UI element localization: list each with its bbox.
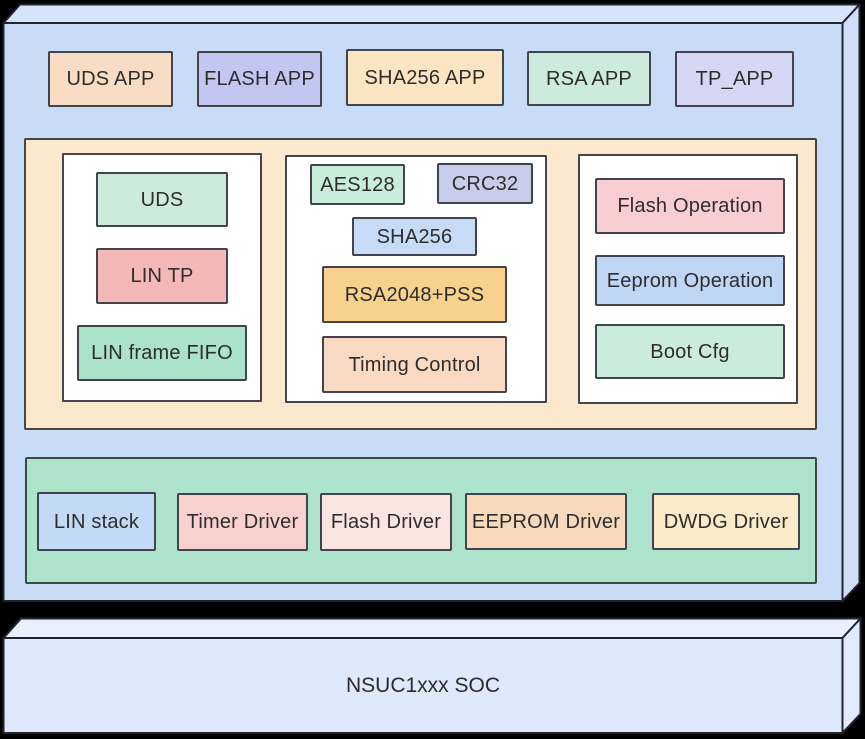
app-box-sha256-app: SHA256 APP bbox=[346, 49, 504, 106]
soc-box-top-face bbox=[2, 617, 862, 639]
mw-box-aes128: AES128 bbox=[310, 164, 405, 205]
app-box-uds-app: UDS APP bbox=[48, 51, 173, 107]
driver-box-dwdg-driver: DWDG Driver bbox=[652, 493, 800, 550]
main-box-side-face bbox=[841, 3, 861, 602]
app-box-flash-app: FLASH APP bbox=[197, 51, 322, 107]
driver-box-timer-driver: Timer Driver bbox=[177, 493, 308, 551]
driver-box-flash-driver: Flash Driver bbox=[320, 493, 452, 551]
soc-label: NSUC1xxx SOC bbox=[345, 673, 501, 697]
driver-box-eeprom-driver: EEPROM Driver bbox=[465, 493, 627, 550]
soc-3d-box bbox=[2, 617, 862, 734]
mw-box-uds: UDS bbox=[96, 172, 228, 227]
mw-box-crc32: CRC32 bbox=[437, 163, 533, 204]
app-box-tp-app: TP_APP bbox=[675, 51, 794, 107]
main-box-top-face bbox=[2, 3, 861, 24]
app-box-rsa-app: RSA APP bbox=[527, 51, 651, 106]
mw-box-sha256: SHA256 bbox=[352, 217, 477, 256]
mw-box-flash-operation: Flash Operation bbox=[595, 178, 785, 234]
mw-box-rsa2048-pss: RSA2048+PSS bbox=[322, 266, 507, 323]
mw-box-eeprom-operation: Eeprom Operation bbox=[595, 255, 785, 306]
soc-box-side-face bbox=[841, 617, 862, 734]
mw-box-lin-tp: LIN TP bbox=[96, 248, 228, 304]
mw-box-timing-control: Timing Control bbox=[322, 336, 507, 393]
mw-box-lin-frame-fifo: LIN frame FIFO bbox=[77, 325, 247, 381]
mw-box-boot-cfg: Boot Cfg bbox=[595, 324, 785, 379]
soc-box-front-face bbox=[2, 637, 844, 734]
driver-box-lin-stack: LIN stack bbox=[37, 492, 156, 551]
